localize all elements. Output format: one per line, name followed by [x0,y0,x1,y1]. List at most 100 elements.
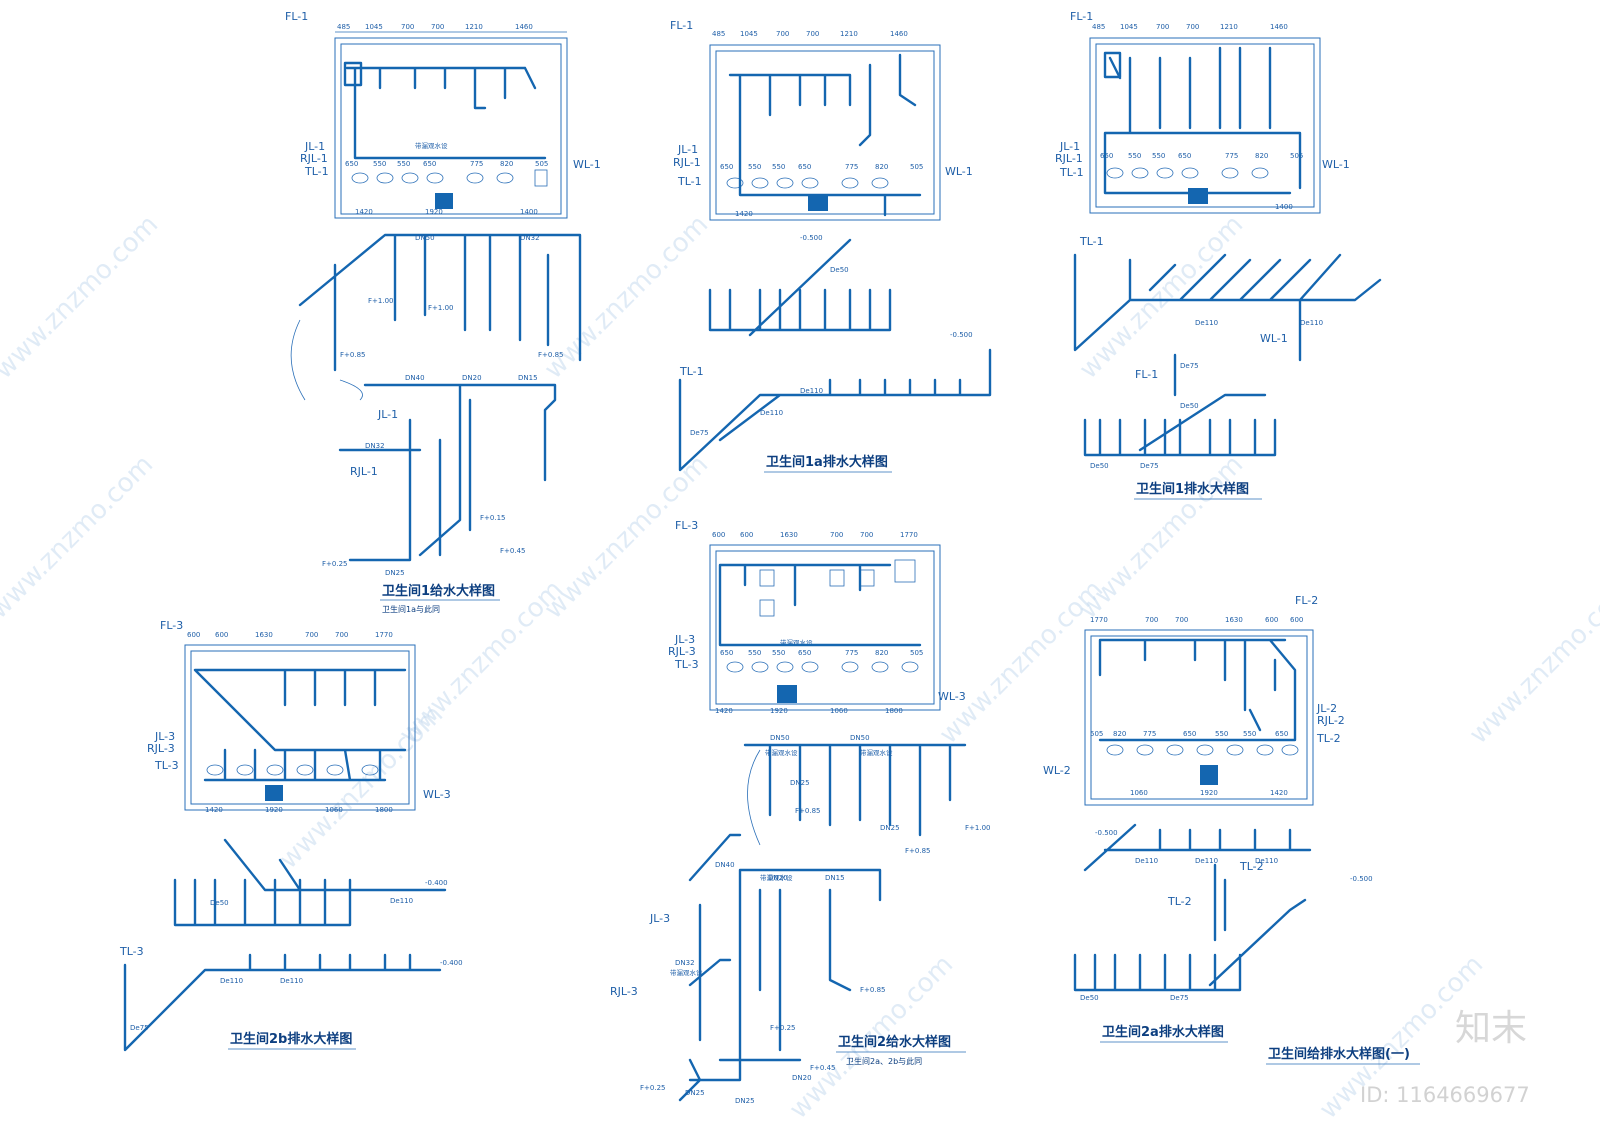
dim-text: 1770 [900,531,918,539]
pipe-label: DN40 [715,861,735,869]
plan-toilet-1-drain: 485 1045 700 700 1210 1460 FL-1 JL-1 RJL… [1055,10,1350,214]
dim-text: 700 [305,631,318,639]
rjl-label: RJL-2 [1317,714,1345,727]
dim-text: 550 [772,649,785,657]
dim-text: 1400 [520,208,538,216]
dim-text: 1630 [780,531,798,539]
plan-toilet-1-supply: 485 1045 700 700 1210 1460 FL-1 JL-1 RJL… [285,10,601,219]
dim-text: 550 [1215,730,1228,738]
valve-note: 带漏观水设 [670,968,703,977]
pipe-label: F+0.45 [500,547,525,555]
pipe-label: DN25 [385,569,405,577]
valve-note: 带漏观水设 [780,638,813,647]
tl-label: TL-2 [1167,895,1192,908]
tl-label: TL-3 [674,658,699,671]
watermark-text: www.znzmo.com [1464,575,1600,750]
dim-text: 700 [1175,616,1188,624]
fl-label: FL-3 [160,619,183,632]
wl-label: WL-1 [1260,332,1288,345]
iso-supply-2: DN50 DN50 DN25 DN25 DN40 DN20 DN15 DN32 … [610,734,990,1105]
dim-text: 505 [1090,730,1103,738]
pipe-label: F+1.00 [965,824,990,832]
dim-text: 1770 [1090,616,1108,624]
pipe-label: De110 [1255,857,1278,865]
shaft-block [1188,188,1208,204]
tl-label: TL-1 [1059,166,1084,179]
shaft-block [435,193,453,209]
pipe-label: DN40 [405,374,425,382]
plan-outline [709,544,941,711]
dim-text: 485 [1092,23,1105,31]
dim-text: 1460 [1270,23,1288,31]
wl-label: WL-3 [938,690,966,703]
supply-pipe [345,66,547,160]
valve-note: 带漏观水设 [765,748,798,757]
dim-text: 700 [401,23,414,31]
tl-label: TL-1 [677,175,702,188]
dim-text: 650 [423,160,436,168]
shaft-block [1200,765,1218,785]
dim-text: 550 [748,649,761,657]
iso-drain-1: TL-1 WL-1 FL-1 De110 De110 De75 De50 De5… [1073,235,1382,500]
pipe-label: F+0.45 [810,1064,835,1072]
dim-text: 1060 [1130,789,1148,797]
dim-text: 650 [798,649,811,657]
dim-text: 550 [748,163,761,171]
pipe-label: -0.500 [1350,875,1373,883]
pipe-label: -0.500 [1095,829,1118,837]
dim-text: 650 [720,163,733,171]
dim-text: 1630 [1225,616,1243,624]
dim-text: 550 [1128,152,1141,160]
title-sheet: 卫生间给排水大样图(一) [1268,1046,1410,1062]
pipe-label: DN32 [365,442,385,450]
rjl-label: RJL-1 [1055,152,1083,165]
jl-label: JL-1 [377,408,398,421]
dim-text: 700 [806,30,819,38]
rjl-label: RJL-3 [668,645,696,658]
dim-text: 700 [1145,616,1158,624]
pipe-label: F+0.85 [860,986,885,994]
dim-text: 700 [860,531,873,539]
dim-text: 820 [875,649,888,657]
jl-label: JL-1 [677,143,698,156]
plan-outline [1089,37,1321,214]
dim-text: 550 [397,160,410,168]
jl-label: JL-1 [304,140,325,153]
dim-text: 650 [720,649,733,657]
dim-text: 1400 [1275,203,1293,211]
dim-text: 650 [798,163,811,171]
pipe-label: De110 [280,977,303,985]
tl-label: TL-2 [1316,732,1341,745]
pipe-label: -0.400 [425,879,448,887]
fixture-row [351,169,548,187]
note-supply-1: 卫生间1a与此同 [382,604,440,614]
title-supply-2: 卫生间2给水大样图 [838,1034,951,1050]
pipe-label: F+1.00 [428,304,453,312]
jl-label: JL-3 [154,730,175,743]
dim-text: 1460 [890,30,908,38]
dim-text: 700 [776,30,789,38]
pipe-label: DN15 [518,374,538,382]
pipe-label: F+0.15 [480,514,505,522]
pipe-label: De110 [1195,857,1218,865]
plan-toilet-2b: 600 600 1630 700 700 1770 FL-3 JL-3 RJL-… [147,619,451,814]
dim-text: 650 [1183,730,1196,738]
dim-text: 1770 [375,631,393,639]
title-drain-1a: 卫生间1a排水大样图 [766,454,888,470]
dim-text: 1420 [715,707,733,715]
watermark-text: www.znzmo.com [0,210,164,385]
tl-label: TL-3 [119,945,144,958]
title-supply-1: 卫生间1给水大样图 [382,583,495,599]
dim-text: 1420 [1270,789,1288,797]
plan-toilet-2-supply: 600 600 1630 700 700 1770 FL-3 JL-3 RJL-… [668,519,966,715]
pipe-label: De50 [830,266,849,274]
title-drain-2b: 卫生间2b排水大样图 [230,1031,352,1047]
rjl-label: RJL-1 [300,152,328,165]
shaft-block [777,685,797,703]
dim-text: 650 [345,160,358,168]
watermark-text: www.znzmo.com [394,575,569,750]
dim-text: 700 [1186,23,1199,31]
pipe-label: F+0.85 [905,847,930,855]
dim-text: 1920 [265,806,283,814]
